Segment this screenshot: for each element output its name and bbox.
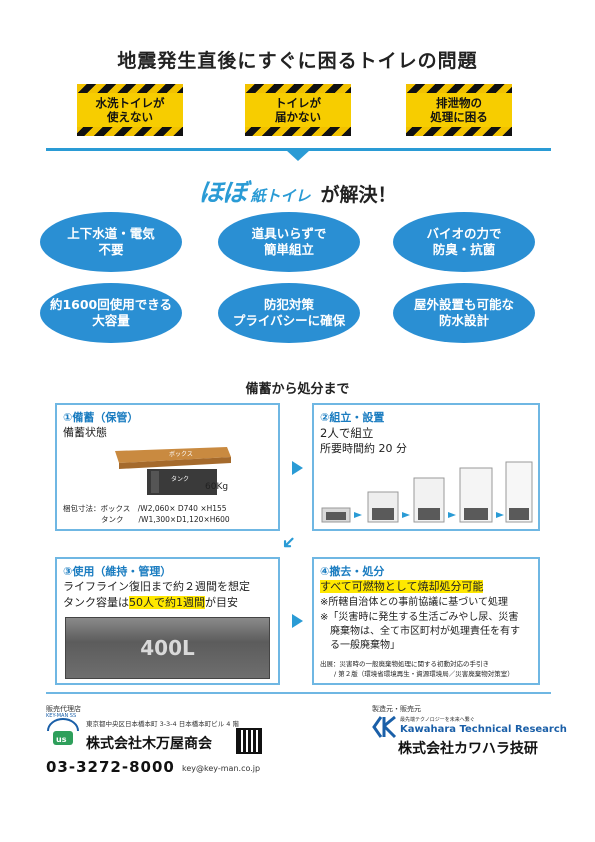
panel-use: ③使用（維持・管理） ライフライン復旧まで約２週間を想定 タンク容量は50人で約… xyxy=(55,557,280,685)
spec-box: ボックス /W2,060× D740 ×H155 xyxy=(100,504,227,513)
agent-email: key@key-man.co.jp xyxy=(182,764,261,773)
keyman-logo-icon: us xyxy=(47,718,79,745)
flow-arrow-right xyxy=(292,461,303,475)
disposal-highlight: すべて可燃物として焼却処分可能 xyxy=(320,580,484,593)
agent-address: 東京都中央区日本橋本町 3-3-4 日本橋本町ビル 4 階 xyxy=(86,720,239,728)
storage-state: 備蓄状態 xyxy=(63,426,107,439)
footer-divider xyxy=(46,692,551,694)
maker-label: 製造元・販売元 xyxy=(372,705,421,713)
feature-oval: 約1600回使用できる大容量 xyxy=(40,283,182,343)
divider-arrow xyxy=(286,150,310,161)
flow-arrow-right xyxy=(292,614,303,628)
problem-box-3: 排泄物の処理に困る xyxy=(406,84,512,136)
keyman-logo-text: KEY-MAN SS xyxy=(46,713,77,719)
storage-weight: 60Kg xyxy=(205,482,229,492)
brand-suffix: が解決！ xyxy=(320,184,397,206)
source-line1: 出展：災害時の一般廃棄物処理に関する初動対応の手引き xyxy=(320,660,489,668)
spec-label: 梱包寸法： xyxy=(63,504,101,513)
use-line2-a: タンク容量は xyxy=(63,596,129,609)
panel-heading: ②組立・設置 xyxy=(320,411,385,424)
process-title: 備蓄から処分まで xyxy=(245,382,350,397)
problem-box-1: 水洗トイレが使えない xyxy=(77,84,183,136)
panel-storage: ①備蓄（保管） 備蓄状態 ボックス タンク 60Kg 梱包寸法：ボックス /W2… xyxy=(55,403,280,531)
tank-capacity: 400L xyxy=(140,636,195,660)
disposal-note2: ※「災害時に発生する生活ごみやし尿、災害 廃棄物は、全て市区町村が処理責任を有す… xyxy=(320,612,520,651)
agent-phone: 03-3272-8000 xyxy=(46,758,175,776)
page-title: 地震発生直後にすぐに困るトイレの問題 xyxy=(117,50,478,72)
agent-company: 株式会社木万屋商会 xyxy=(86,736,212,752)
disposal-source: 出展：災害時の一般廃棄物処理に関する初動対応の手引き / 第２版（環境省環境再生… xyxy=(320,660,514,680)
divider-line xyxy=(46,148,551,151)
spec-tank: タンク /W1,300×D1,120×H600 xyxy=(101,515,230,525)
maker-company: 株式会社カワハラ技研 xyxy=(398,741,538,757)
panel-disposal: ④撤去・処分 すべて可燃物として焼却処分可能 ※所轄自治体との事前協議に基づいて… xyxy=(312,557,540,685)
disposal-highlight-row: すべて可燃物として焼却処分可能 xyxy=(320,579,484,595)
problem-label: 排泄物の処理に困る xyxy=(406,93,512,127)
storage-spec: 梱包寸法：ボックス /W2,060× D740 ×H155 タンク /W1,30… xyxy=(63,503,230,526)
panel-heading: ③使用（維持・管理） xyxy=(63,565,172,578)
panel-assembly: ②組立・設置 2人で組立 所要時間約 20 分 xyxy=(312,403,540,531)
problem-label: トイレが届かない xyxy=(245,93,351,127)
use-line2: タンク容量は50人で約1週間が目安 xyxy=(63,595,238,611)
qr-code-icon xyxy=(236,728,262,754)
storage-box-illustration: ボックス タンク xyxy=(115,447,231,495)
panel-heading: ④撤去・処分 xyxy=(320,565,385,578)
assembly-line1: 2人で組立 xyxy=(320,426,374,440)
kawahara-logo-icon xyxy=(372,715,397,739)
brand-logo-sub: 紙トイレ xyxy=(250,187,311,205)
flow-arrow-down-left: ➜ xyxy=(275,529,302,556)
brand-logo: ほぼ xyxy=(198,178,247,207)
tank-label: タンク xyxy=(171,475,189,483)
agent-label: 販売代理店 xyxy=(46,705,81,713)
svg-text:us: us xyxy=(56,735,67,744)
brand-headline: ほぼ 紙トイレ が解決！ xyxy=(0,173,595,209)
problem-label: 水洗トイレが使えない xyxy=(77,93,183,127)
tank-illustration: 400L xyxy=(65,617,270,679)
feature-oval: 上下水道・電気不要 xyxy=(40,212,182,272)
use-line2-highlight: 50人で約1週間 xyxy=(129,596,205,609)
disposal-note1: ※所轄自治体との事前協議に基づいて処理 xyxy=(320,597,508,608)
panel-heading: ①備蓄（保管） xyxy=(63,411,139,424)
use-line1: ライフライン復旧まで約２週間を想定 xyxy=(63,580,250,593)
box-label: ボックス xyxy=(169,450,193,458)
maker-tagline: 最先端テクノロジーを未来へ繋ぐ xyxy=(400,717,475,723)
problem-box-2: トイレが届かない xyxy=(245,84,351,136)
use-line2-c: が目安 xyxy=(205,596,238,609)
maker-en-name: Kawahara Technical Research xyxy=(400,724,567,735)
feature-oval: バイオの力で防臭・抗菌 xyxy=(393,212,535,272)
assembly-line2: 所要時間約 20 分 xyxy=(320,442,407,455)
feature-oval: 道具いらずで簡単組立 xyxy=(218,212,360,272)
source-line2: / 第２版（環境省環境再生・資源環境局／災害廃棄物対策室） xyxy=(334,669,514,678)
assembly-sequence-illustration xyxy=(321,461,533,523)
feature-oval: 屋外設置も可能な防水設計 xyxy=(393,283,535,343)
feature-oval: 防犯対策プライバシーに確保 xyxy=(218,283,360,343)
